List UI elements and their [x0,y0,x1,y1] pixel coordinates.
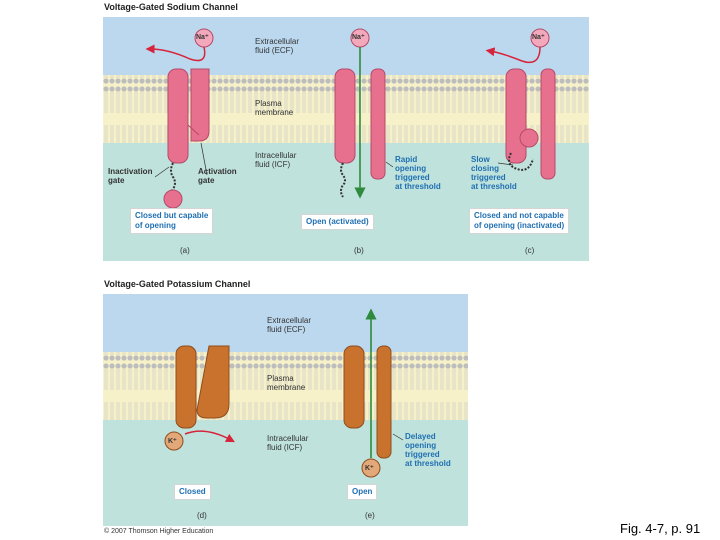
delayed-opening-label: Delayed opening triggered at threshold [405,432,451,468]
caption-open: Open [347,484,378,500]
sodium-ion-label-b: Na⁺ [352,34,365,41]
potassium-channel-closed [164,345,235,451]
potassium-panel: K⁺ K⁺ Extracellular fluid (ECF) Plasma m… [103,294,468,526]
potassium-ion-label-d: K⁺ [168,438,177,445]
sublabel-e: (e) [365,511,375,520]
potassium-channel-open [343,308,404,478]
caption-inactivated: Closed and not capable of opening (inact… [469,208,570,234]
figure-reference: Fig. 4-7, p. 91 [620,521,701,536]
sodium-ion-label-a: Na⁺ [196,34,209,41]
caption-open-activated: Open (activated) [301,214,374,230]
sodium-channel-closed [145,28,214,209]
sublabel-a: (a) [180,246,190,255]
sodium-channel-open [334,28,394,199]
sodium-ecf-region [103,17,589,75]
potassium-ion-label-e: K⁺ [365,465,374,472]
sodium-panel: Na⁺ Na⁺ Na⁺ Extracellular fluid (ECF) Pl… [103,17,589,261]
potassium-ecf-label: Extracellular fluid (ECF) [267,316,312,334]
sodium-ion-label-c: Na⁺ [532,34,545,41]
potassium-icf-region [103,420,468,526]
sodium-channel-inactivated [485,28,556,180]
potassium-panel-title: Voltage-Gated Potassium Channel [104,279,251,289]
sublabel-c: (c) [525,246,535,255]
sodium-panel-title: Voltage-Gated Sodium Channel [104,2,238,12]
sodium-icf-label: Intracellular fluid (ICF) [255,151,297,169]
potassium-lipid-bilayer [103,352,468,420]
potassium-diagram-graphics [103,308,468,478]
potassium-ecf-region [103,294,468,352]
inactivation-gate-label: Inactivation gate [108,167,153,185]
sodium-ecf-label: Extracellular fluid (ECF) [255,37,300,55]
potassium-icf-label: Intracellular fluid (ICF) [267,434,309,452]
activation-gate-label: Activation gate [198,167,237,185]
sublabel-d: (d) [197,511,207,520]
caption-closed: Closed [174,484,211,500]
sodium-diagram-graphics [103,28,589,209]
copyright-notice: © 2007 Thomson Higher Education [104,528,214,535]
potassium-membrane-label: Plasma membrane [267,374,306,392]
sodium-membrane-label: Plasma membrane [255,99,294,117]
caption-closed-capable: Closed but capable of opening [130,208,214,234]
rapid-opening-label: Rapid opening triggered at threshold [395,155,441,191]
slow-closing-label: Slow closing triggered at threshold [471,155,517,191]
sublabel-b: (b) [354,246,364,255]
